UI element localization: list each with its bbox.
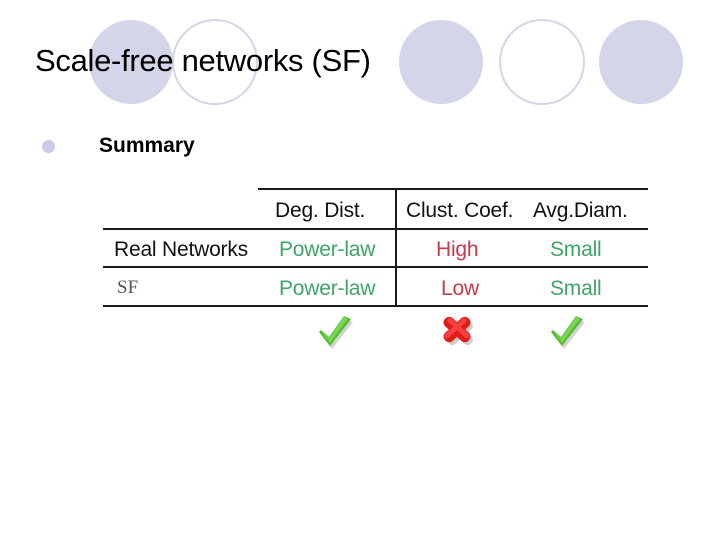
- table-rule-vertical: [395, 188, 397, 305]
- verdict-row: [103, 310, 648, 355]
- table-rule-bottom: [103, 305, 648, 307]
- bullet-dot-icon: [42, 139, 55, 153]
- table-cell-r2c3: Small: [550, 277, 602, 300]
- check-icon: [311, 310, 355, 352]
- table-cell-r2c1: Power-law: [279, 277, 376, 300]
- table-cell-r1c1: Power-law: [279, 238, 376, 261]
- bullet-label: Summary: [99, 134, 195, 157]
- table-column-header-2: Clust. Coef.: [406, 199, 514, 222]
- table-rule-under-row-1: [103, 266, 648, 268]
- deco-circle-4: [499, 19, 585, 105]
- deco-circle-3: [399, 20, 483, 104]
- table-cell-r2c2: Low: [441, 277, 479, 300]
- table-rule-top: [258, 188, 648, 190]
- deco-circle-5: [599, 20, 683, 104]
- table-rule-under-header: [103, 228, 648, 230]
- bullet-row: Summary: [42, 134, 195, 158]
- summary-table: Deg. Dist. Clust. Coef. Avg.Diam. Real N…: [103, 188, 648, 308]
- table-cell-r1c2: High: [436, 238, 479, 261]
- table-column-header-3: Avg.Diam.: [533, 199, 628, 222]
- table-row-label-2: SF: [117, 277, 139, 298]
- table-row-label-1: Real Networks: [114, 238, 248, 261]
- check-icon: [543, 310, 587, 352]
- slide-title: Scale-free networks (SF): [35, 43, 371, 78]
- cross-icon: [436, 310, 480, 352]
- table-column-header-1: Deg. Dist.: [275, 199, 366, 222]
- table-cell-r1c3: Small: [550, 238, 602, 261]
